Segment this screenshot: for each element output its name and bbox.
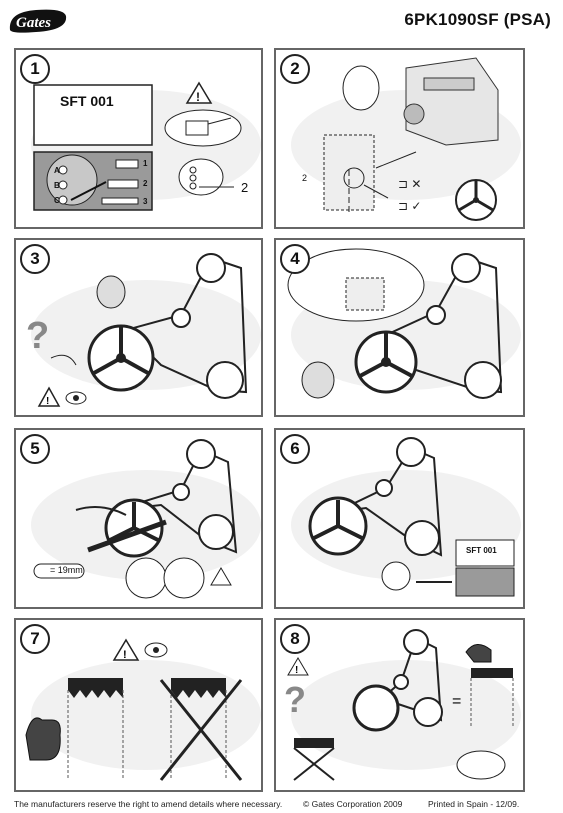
panel-7: ! 7	[14, 618, 263, 792]
step-number-8: 8	[280, 624, 310, 654]
svg-text:?: ?	[26, 315, 49, 357]
panel-4: 4	[274, 238, 525, 417]
side-number-1: 1	[143, 159, 148, 168]
footer-printed: Printed in Spain - 12/09.	[428, 799, 520, 809]
pin-label-c: C	[54, 196, 60, 205]
callout-number: 2	[241, 180, 249, 195]
part-number-title: 6PK1090SF (PSA)	[404, 10, 551, 29]
panel-3: ? ! 3	[14, 238, 263, 417]
step-number-2: 2	[280, 54, 310, 84]
panel-5: 5 = 19mm	[14, 428, 263, 609]
callout-number: 2	[302, 173, 308, 183]
step-number-3: 3	[20, 244, 50, 274]
logo-text: Gates	[16, 15, 51, 31]
side-number-2: 2	[143, 179, 148, 188]
pin-label-a: A	[54, 166, 60, 175]
side-number-3: 3	[143, 197, 148, 206]
panel-1: ! 1 SFT 001 A B C 1 2 3 2	[14, 48, 263, 229]
step-number-1: 1	[20, 54, 50, 84]
svg-text:⊐ ✕: ⊐ ✕	[398, 177, 421, 191]
svg-text:!: !	[123, 649, 127, 661]
footer-copyright: © Gates Corporation 2009	[303, 799, 403, 809]
svg-text:=: =	[452, 693, 461, 710]
wrench-size-label: = 19mm	[50, 565, 83, 575]
tool-label: SFT 001	[60, 93, 114, 109]
svg-text:!: !	[295, 665, 298, 676]
step-number-6: 6	[280, 434, 310, 464]
panel-2: ⊐ ✕ ⊐ ✓ 2 2	[274, 48, 525, 229]
gates-logo: Gates	[9, 9, 67, 33]
svg-text:⊐ ✓: ⊐ ✓	[398, 199, 421, 213]
step-number-4: 4	[280, 244, 310, 274]
panel-6: 6 SFT 001	[274, 428, 525, 609]
svg-text:!: !	[196, 90, 200, 104]
panel-8: ! ? = 8	[274, 618, 525, 792]
tool-label: SFT 001	[466, 546, 497, 555]
footer-disclaimer: The manufacturers reserve the right to a…	[14, 799, 283, 809]
svg-text:?: ?	[284, 679, 306, 720]
svg-text:!: !	[46, 396, 49, 407]
step-number-5: 5	[20, 434, 50, 464]
pin-label-b: B	[54, 181, 60, 190]
step-number-7: 7	[20, 624, 50, 654]
